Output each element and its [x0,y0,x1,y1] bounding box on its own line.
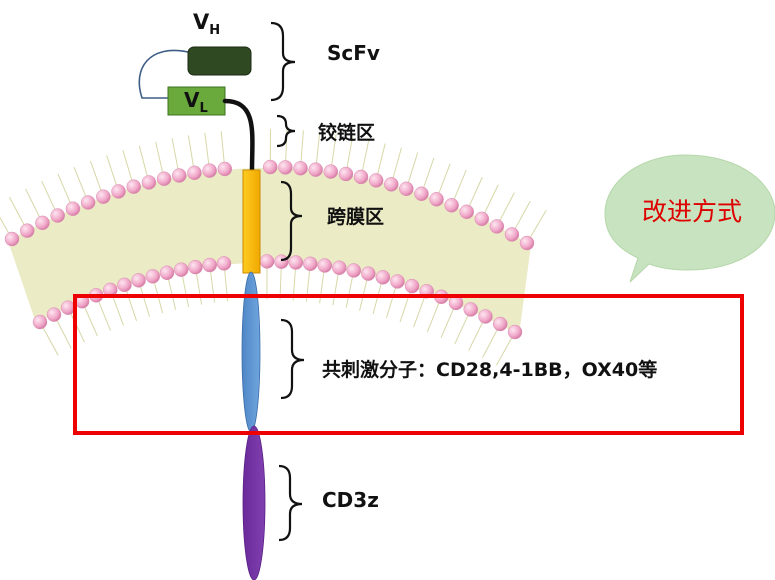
lipid-head [293,161,308,176]
lipid-head [80,195,96,210]
bracket-icon [270,21,296,102]
lipid-head [111,184,126,199]
lipid-head [332,260,347,275]
lipid-head [463,302,478,317]
lipid-head [263,159,278,175]
lipid-head [202,163,217,178]
lipid-head [474,211,490,227]
bracket-icon [280,318,305,400]
vh-domain [187,46,252,76]
lipid-head [478,309,493,324]
highlight-box [73,294,744,435]
lipid-head [274,254,289,269]
lipid-head [141,175,157,190]
lipid-head [504,227,520,242]
lipid-head [96,189,111,204]
speech-bubble [604,154,775,283]
hinge-label: 铰链区 [318,122,376,144]
lipid-head [202,257,217,273]
lipid-head [375,270,391,285]
lipid-head [19,223,35,238]
lipid-head [353,169,369,185]
lipid-head [217,161,233,177]
lipid-head [519,235,535,251]
lipid-head [4,231,20,247]
lipid-head [489,219,505,234]
hinge-region [222,98,255,173]
scfv-label: ScFv [327,41,380,65]
cd3z-label: CD3z [322,488,379,512]
lipid-head [131,273,146,288]
vh-label-main: V [193,10,210,34]
cd3z-domain [242,425,266,580]
lipid-head [259,254,275,269]
bracket-icon [280,180,303,262]
lipid-head [188,259,203,275]
lipid-head [338,166,354,182]
lipid-heads [4,159,535,340]
lipid-head [156,171,172,186]
lipid-head [459,204,474,220]
lipid-head [390,274,405,289]
lipid-head [303,256,318,272]
lipid-head [159,265,175,281]
lipid-head [323,164,339,179]
lipid-head [361,266,376,281]
lipid-head [117,277,132,293]
lipid-head [216,256,232,271]
lipid-head [444,198,459,213]
vh-label-sub: H [209,23,221,38]
lipid-head [65,201,81,216]
vl-label-main: V [184,88,200,112]
lipid-head [492,316,508,332]
lipid-head [172,168,187,183]
lipid-head [507,324,523,340]
transmembrane-label: 跨膜区 [327,206,385,228]
scfv-linker [138,49,189,99]
lipid-head [46,307,62,322]
lipid-head [368,173,384,188]
lipid-head [404,278,420,294]
costim-label: 共刺激分子：CD28,4-1BB，OX40等 [322,359,658,381]
lipid-head [414,186,429,202]
cell-membrane-bilayer [0,128,547,366]
lipid-head [32,314,48,330]
lipid-head [60,300,76,315]
lipid-head [187,165,202,181]
lipid-head [173,262,189,277]
lipid-head [50,208,65,223]
lipid-head [429,192,444,207]
lipid-head [288,255,304,270]
lipid-head [35,215,50,231]
lipid-head [384,177,399,192]
vl-label: VL [184,88,208,116]
callout-label: 改进方式 [642,197,743,226]
lipid-head [126,179,141,194]
membrane-tail-band [8,167,531,335]
vh-label: VH [193,10,220,38]
lipid-head [308,162,323,177]
transmembrane-domain [242,169,261,274]
lipid-head [145,269,161,284]
lipid-head [317,258,333,273]
lipid-head [399,181,414,197]
bracket-icon [276,114,296,148]
lipid-head [346,263,362,278]
bracket-icon [278,464,303,542]
vl-label-sub: L [199,101,208,116]
lipid-head [278,160,293,175]
